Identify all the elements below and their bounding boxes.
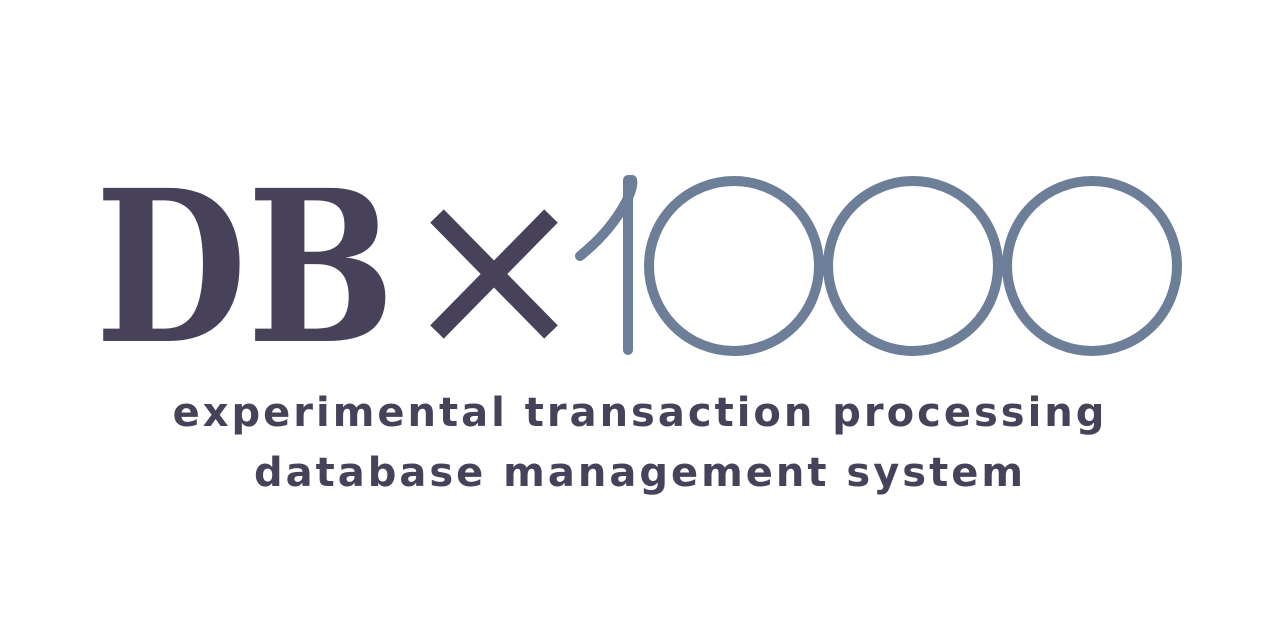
- digit-zero-glyphs: [644, 176, 1182, 356]
- digit-zero-2: [823, 176, 1003, 356]
- digit-one-glyph: [575, 175, 638, 355]
- digit-zero-3: [1002, 176, 1182, 356]
- multiply-icon: [430, 209, 558, 339]
- logo-letters-db: DB: [95, 144, 395, 391]
- tagline-line-1: experimental transaction processing: [172, 390, 1108, 436]
- digit-zero-1: [644, 176, 824, 356]
- tagline-line-2: database management system: [253, 450, 1027, 496]
